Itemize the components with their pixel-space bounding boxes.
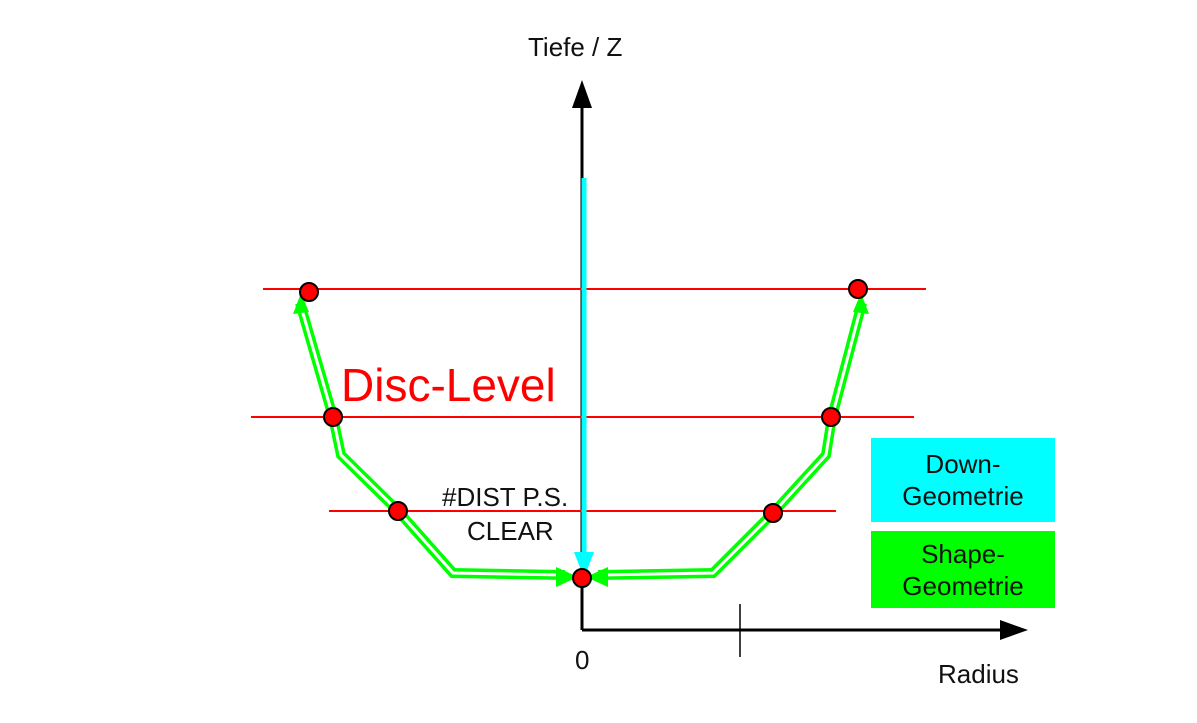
legend-shape-geometry: Shape- Geometrie	[871, 531, 1055, 608]
shape-geometry	[293, 293, 869, 587]
point-left-dist	[388, 501, 408, 521]
point-left-disc	[323, 407, 343, 427]
disc-level-label: Disc-Level	[341, 359, 556, 411]
shape-arrow-right-bottom	[586, 567, 608, 587]
shape-arrow-right-top	[853, 293, 869, 314]
point-right-top	[848, 279, 868, 299]
y-axis-label: Tiefe / Z	[528, 32, 623, 62]
y-axis-arrow	[572, 80, 592, 108]
legend-down-line1: Down-	[925, 449, 1001, 479]
x-axis-label: Radius	[938, 659, 1019, 689]
shape-path-left-inner	[298, 302, 566, 577]
origin-label: 0	[575, 645, 590, 675]
dist-label-line1: #DIST P.S.	[442, 482, 569, 512]
point-left-top	[299, 282, 319, 302]
legend-down-geometry: Down- Geometrie	[871, 438, 1055, 522]
point-right-disc	[821, 407, 841, 427]
x-axis-arrow	[1000, 620, 1028, 640]
shape-arrow-left-bottom	[556, 567, 578, 587]
down-arrow	[574, 552, 594, 578]
legend-shape-line1: Shape-	[921, 538, 1005, 569]
legend-shape-line2: Geometrie	[902, 570, 1024, 601]
down-geometry	[574, 178, 594, 578]
legend-down-line2: Geometrie	[902, 481, 1024, 511]
point-right-dist	[763, 503, 783, 523]
dist-label-line2: CLEAR	[467, 516, 554, 546]
shape-path-right	[597, 301, 867, 580]
point-bottom	[572, 568, 592, 588]
shape-path-right-inner	[597, 302, 864, 577]
geometry-points	[299, 279, 868, 588]
shape-arrow-left-top	[293, 293, 309, 314]
